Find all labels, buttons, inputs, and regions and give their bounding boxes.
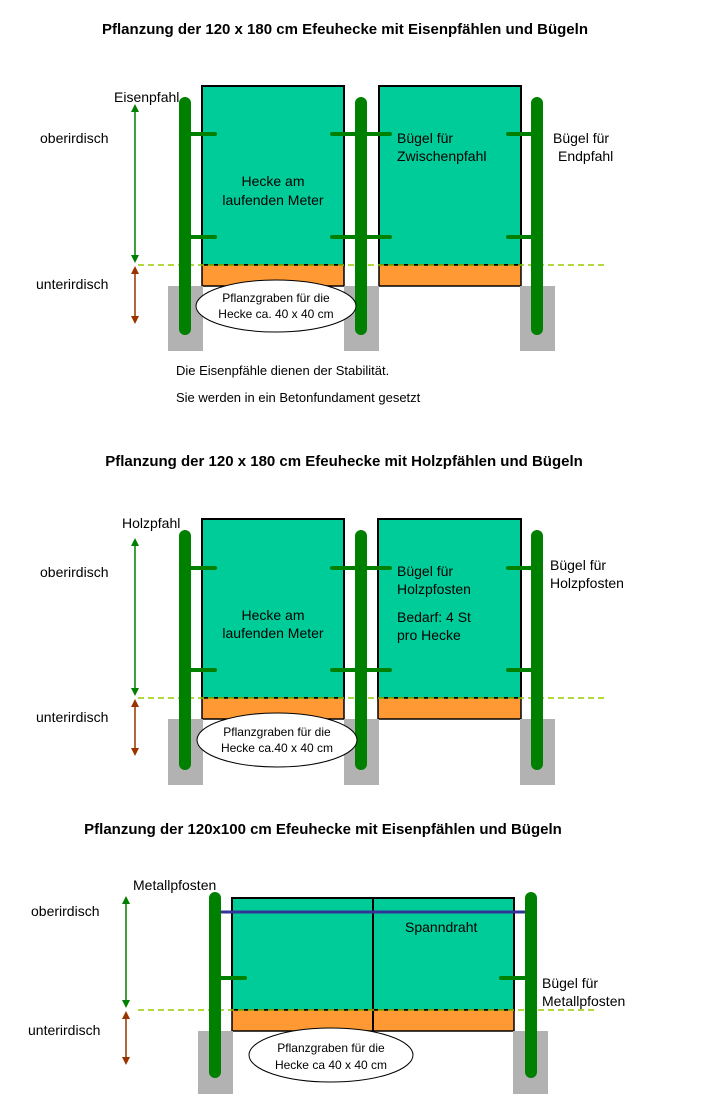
- hedge-label: laufenden Meter: [222, 625, 324, 641]
- section-title: Pflanzung der 120 x 180 cm Efeuhecke mit…: [102, 21, 588, 38]
- end-bracket-label: Metallpfosten: [542, 993, 625, 1009]
- middle-bracket-label: Bügel für: [397, 130, 453, 146]
- hedge-panel-right: [377, 518, 522, 699]
- section-iron-posts: Pflanzung der 120 x 180 cm Efeuhecke mit…: [36, 21, 613, 405]
- trench-callout: [195, 279, 357, 333]
- middle-bracket-label: Bügel für: [397, 563, 453, 579]
- below-ground-label: unterirdisch: [36, 276, 108, 292]
- trench-label: Pflanzgraben für die: [222, 291, 330, 305]
- hedge-panel-left: [201, 85, 345, 266]
- brackets: [189, 566, 533, 672]
- hedge-label: Hecke am: [241, 173, 304, 189]
- trench-label: Hecke ca. 40 x 40 cm: [218, 307, 333, 321]
- wire-label: Spanndraht: [405, 919, 478, 935]
- above-ground-label: oberirdisch: [40, 564, 108, 580]
- hedge-label: laufenden Meter: [222, 192, 324, 208]
- middle-bracket-label: Bedarf: 4 St: [397, 609, 471, 625]
- trench-label: Hecke ca.40 x 40 cm: [221, 741, 333, 755]
- post: [531, 530, 543, 770]
- note: Die Eisenpfähle dienen der Stabilität.: [176, 363, 389, 378]
- middle-bracket-label: Zwischenpfahl: [397, 148, 487, 164]
- below-ground-label: unterirdisch: [36, 709, 108, 725]
- hedge-panel-right: [378, 85, 522, 266]
- end-bracket-label: Bügel für: [553, 130, 609, 146]
- trench-label: Hecke ca 40 x 40 cm: [275, 1058, 387, 1072]
- post: [179, 530, 191, 770]
- middle-bracket-label: pro Hecke: [397, 627, 461, 643]
- post-label: Metallpfosten: [133, 877, 216, 893]
- above-ground-label: oberirdisch: [40, 130, 108, 146]
- post: [531, 97, 543, 335]
- trench-right: [378, 264, 522, 287]
- section-wood-posts: Pflanzung der 120 x 180 cm Efeuhecke mit…: [36, 453, 624, 785]
- end-bracket-label: Bügel für: [542, 975, 598, 991]
- end-bracket-label: Endpfahl: [558, 148, 613, 164]
- trench-right: [377, 697, 522, 720]
- section-title: Pflanzung der 120 x 180 cm Efeuhecke mit…: [105, 453, 583, 470]
- post-label: Holzpfahl: [122, 515, 180, 531]
- section-metal-posts: Pflanzung der 120x100 cm Efeuhecke mit E…: [28, 821, 625, 1094]
- above-ground-label: oberirdisch: [31, 903, 99, 919]
- trench-callout: [248, 1027, 414, 1083]
- end-bracket-label: Bügel für: [550, 557, 606, 573]
- end-bracket-label: Holzpfosten: [550, 575, 624, 591]
- trench-callout: [196, 712, 358, 768]
- note: Sie werden in ein Betonfundament gesetzt: [176, 390, 421, 405]
- post-label: Eisenpfahl: [114, 89, 179, 105]
- post: [355, 97, 367, 335]
- below-ground-label: unterirdisch: [28, 1022, 100, 1038]
- brackets: [189, 132, 533, 239]
- post: [355, 530, 367, 770]
- section-title: Pflanzung der 120x100 cm Efeuhecke mit E…: [84, 821, 562, 838]
- hedge-panel-left: [201, 518, 345, 699]
- post: [179, 97, 191, 335]
- trench-label: Pflanzgraben für die: [223, 725, 331, 739]
- hedge-label: Hecke am: [241, 607, 304, 623]
- post: [525, 892, 537, 1078]
- middle-bracket-label: Holzpfosten: [397, 581, 471, 597]
- trench-label: Pflanzgraben für die: [277, 1041, 385, 1055]
- post: [209, 892, 221, 1078]
